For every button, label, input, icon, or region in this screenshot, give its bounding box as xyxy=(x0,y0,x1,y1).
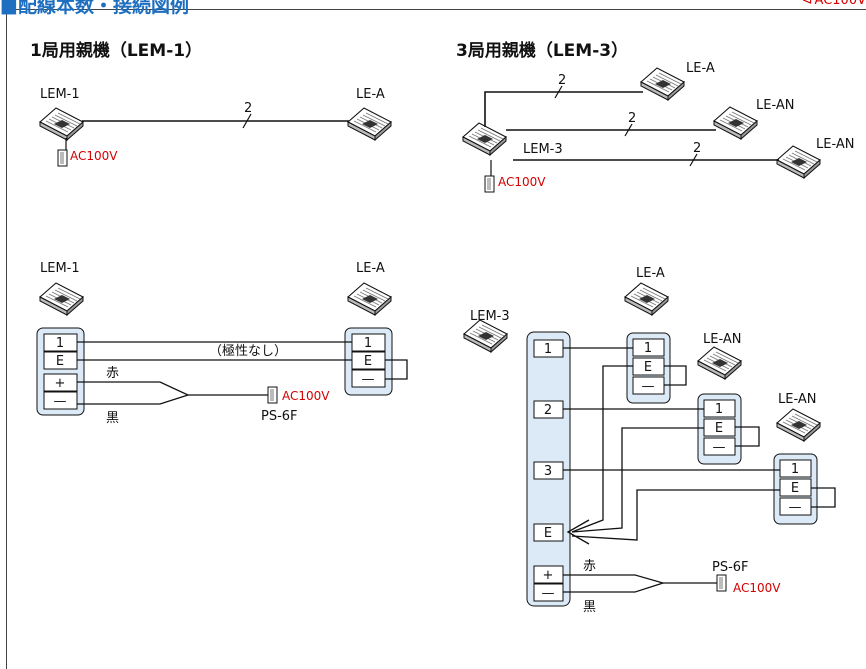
terminal-minus xyxy=(43,391,78,410)
terminal-e-label: E xyxy=(56,354,64,369)
terminal-e-label: E xyxy=(644,360,652,375)
le-an-station-icon xyxy=(713,106,758,140)
power-label: AC100V xyxy=(733,581,781,595)
le-an-unit-label: LE-AN xyxy=(756,98,794,113)
plug-icon xyxy=(267,386,278,404)
le-a-station-icon xyxy=(640,67,685,101)
jumper-e-minus xyxy=(664,365,687,386)
le-a-station-icon xyxy=(624,282,669,316)
le-a-unit-label: LE-A xyxy=(356,261,385,276)
lem1-station-icon xyxy=(39,107,84,141)
le-an-unit-label: LE-AN xyxy=(778,392,816,407)
lem3-station-icon xyxy=(463,319,508,353)
wire-count-label: 2 xyxy=(558,73,566,88)
wire-red-label: 赤 xyxy=(583,559,596,574)
diagram-canvas: 1局用親機（LEM-1） LEM-1 LE-A 2 AC100V 3局用親機（L… xyxy=(30,40,854,615)
le-a-unit-label: LE-A xyxy=(636,266,665,281)
wire-black-label: 黒 xyxy=(106,411,119,426)
wire-count-tick xyxy=(689,153,698,167)
power-pair xyxy=(563,574,666,593)
wire-count-label: 2 xyxy=(693,141,701,156)
terminal-e xyxy=(533,523,564,542)
lem3-unit-label: LEM-3 xyxy=(470,309,510,324)
terminal-minus-label: — xyxy=(713,440,726,455)
lem3-cable-1 xyxy=(484,91,643,127)
power-label: AC100V xyxy=(498,175,546,189)
terminal-1-label: 1 xyxy=(644,341,652,356)
le-an-station-icon xyxy=(697,346,742,380)
plug-icon xyxy=(716,574,727,592)
ps6f-unit-label: PS-6F xyxy=(712,560,749,575)
plug-icon xyxy=(57,149,68,167)
terminal-1-label: 1 xyxy=(715,402,723,417)
le-a-unit-label: LE-A xyxy=(686,61,715,76)
power-label: AC100V xyxy=(282,389,330,403)
terminal-1-label: 1 xyxy=(791,462,799,477)
terminal-e-label: E xyxy=(715,421,723,436)
le-a-unit-label: LE-A xyxy=(356,87,385,102)
power-label: AC100V xyxy=(70,149,118,163)
wire-count-label: 2 xyxy=(628,111,636,126)
le-an-unit-label: LE-AN xyxy=(703,332,741,347)
jumper-e-minus xyxy=(385,359,408,380)
lem1-station-icon xyxy=(39,282,84,316)
terminal-3-label: 3 xyxy=(544,464,552,479)
le-an-unit-label: LE-AN xyxy=(816,137,854,152)
lem1-unit-label: LEM-1 xyxy=(40,261,80,276)
wire-count-tick xyxy=(242,113,252,129)
terminal-minus-label: — xyxy=(642,379,655,394)
le-an-station-icon xyxy=(776,145,821,179)
terminal-minus-label: — xyxy=(542,586,555,601)
plug-icon: ⊲ xyxy=(801,0,813,8)
wire-black-label: 黒 xyxy=(583,600,596,615)
wire-common-e xyxy=(571,427,704,533)
ps6f-unit-label: PS-6F xyxy=(261,409,298,424)
terminal-e-label: E xyxy=(544,526,552,541)
header-power-label: AC100V xyxy=(814,0,866,8)
terminal-plus-label: + xyxy=(543,568,554,583)
le-a-station-icon xyxy=(347,107,392,141)
terminal-1-label: 1 xyxy=(544,342,552,357)
terminal-1-label: 1 xyxy=(364,336,372,351)
terminal-e-label: E xyxy=(791,481,799,496)
lem1-section-title: 1局用親機（LEM-1） xyxy=(30,40,202,61)
terminal-2-label: 2 xyxy=(544,403,552,418)
terminal-minus-label: — xyxy=(789,500,802,515)
lem3-section-title: 3局用親機（LEM-3） xyxy=(456,40,628,61)
plug-icon xyxy=(484,175,495,193)
lem3-unit-label: LEM-3 xyxy=(523,142,563,157)
lem3-station-icon xyxy=(462,122,507,156)
wire-common-e xyxy=(571,365,633,533)
lem1-unit-label: LEM-1 xyxy=(40,87,80,102)
wire-count-label: 2 xyxy=(244,101,252,116)
terminal-1 xyxy=(779,459,812,478)
terminal-1-label: 1 xyxy=(56,336,64,351)
le-a-station-icon xyxy=(347,282,392,316)
wire-count-tick xyxy=(554,85,563,99)
diagram-frame xyxy=(6,9,866,669)
jumper-e-minus xyxy=(811,487,836,508)
le-an-station-icon xyxy=(776,408,821,442)
wire-red-label: 赤 xyxy=(106,366,119,381)
header-power-note: ⊲AC100V xyxy=(802,0,866,8)
power-pair xyxy=(77,381,190,405)
page-title: ■配線本数・接続図例 xyxy=(0,0,189,17)
wire-count-tick xyxy=(624,123,633,137)
wire-common-e xyxy=(571,489,780,541)
terminal-minus-label: — xyxy=(362,372,375,387)
jumper-e-minus xyxy=(735,426,760,447)
terminal-minus-label: — xyxy=(54,394,67,409)
no-polarity-label: （極性なし） xyxy=(209,343,287,359)
terminal-e-label: E xyxy=(364,354,372,369)
terminal-plus-label: + xyxy=(55,376,66,391)
wire-merge xyxy=(566,519,590,545)
